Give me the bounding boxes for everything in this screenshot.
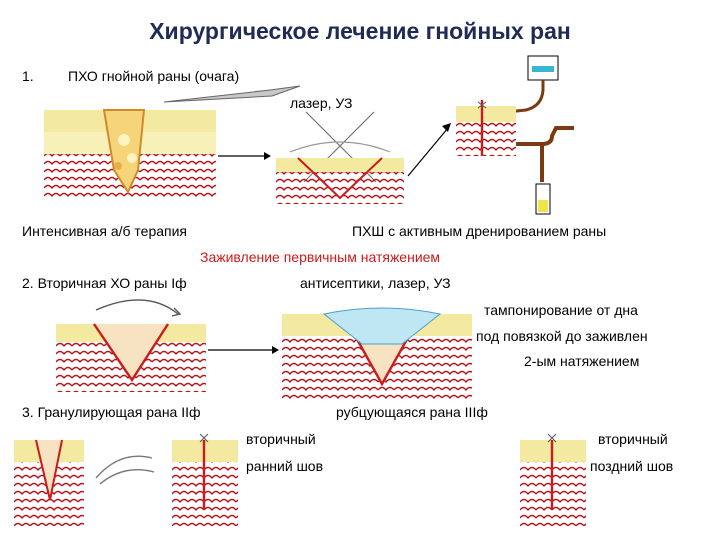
stage1-therapy: Интенсивная а/б терапия xyxy=(22,223,187,239)
stage2-tamponade-1: тампонирование от дна xyxy=(484,302,638,318)
stage2-means: антисептики, лазер, УЗ xyxy=(300,275,451,291)
stage2-label: 2. Вторичная ХО раны Iф xyxy=(22,275,187,291)
stage1-label: ПХО гнойной раны (очага) xyxy=(68,68,240,84)
stage3-scarring: рубцующаяся рана IIIф xyxy=(336,404,488,420)
stage3-early-2: ранний шов xyxy=(246,458,324,474)
stage1-number: 1. xyxy=(22,68,34,84)
stage1-suture: ПХШ с активным дренированием раны xyxy=(352,223,607,239)
stage2-tamponade-2: под повязкой до заживлен xyxy=(476,328,648,344)
stage3-early-1: вторичный xyxy=(246,431,316,447)
drainage-figure xyxy=(456,55,574,215)
stage3-late-2: поздний шов xyxy=(590,458,674,474)
early-suture-figure xyxy=(172,433,238,526)
suture-needle-figure xyxy=(95,455,155,485)
stage1-healing: Заживление первичным натяжением xyxy=(200,249,441,265)
arrow-2 xyxy=(407,123,451,177)
stage3-late-1: вторичный xyxy=(598,431,668,447)
scalpel-icon xyxy=(163,85,301,103)
purulent-wound-figure xyxy=(44,109,216,200)
arrow-3 xyxy=(208,346,279,354)
late-suture-figure xyxy=(520,433,586,526)
page-title: Хирургическое лечение гнойных ран xyxy=(149,18,571,44)
arrow-1 xyxy=(218,152,271,160)
stage2-tamponade-3: 2-ым натяжением xyxy=(524,353,640,369)
stage3-label: 3. Гранулирующая рана IIф xyxy=(22,404,201,420)
granulating-wound-figure xyxy=(14,439,84,526)
stage1-tools: лазер, УЗ xyxy=(290,95,353,111)
tamponade-figure xyxy=(282,307,472,400)
secondary-treatment-figure xyxy=(56,299,206,392)
excised-wound-figure xyxy=(276,111,404,204)
